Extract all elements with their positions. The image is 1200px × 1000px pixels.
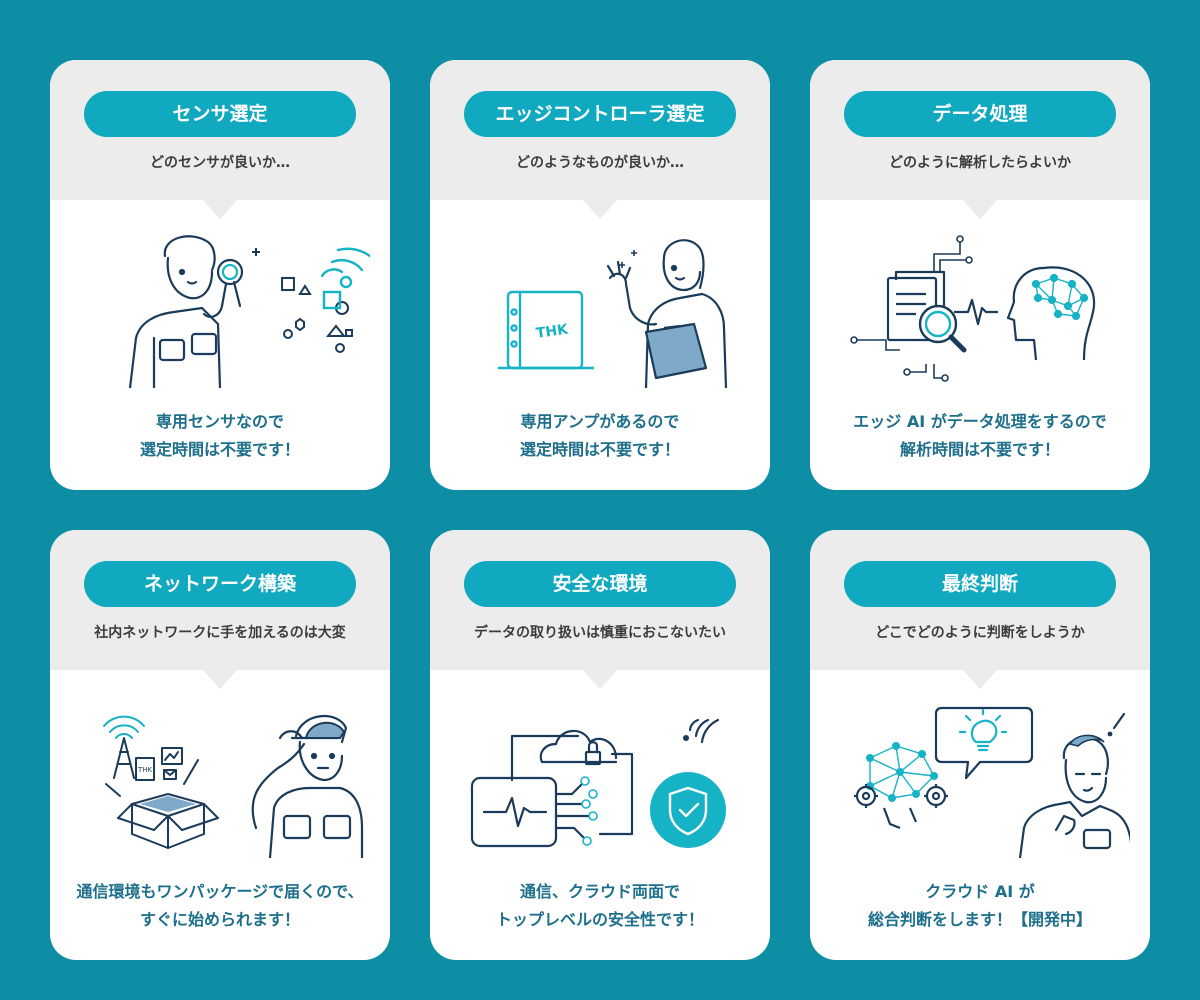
card-answer-line: すぐに始められます！ [139, 910, 300, 929]
card-title: センサ選定 [84, 91, 356, 137]
card-answer-line: 解析時間は不要です！ [899, 440, 1060, 459]
person-with-magnifier-icon [128, 235, 370, 388]
card-answer: 通信、クラウド両面で トップレベルの安全性です！ [430, 878, 770, 934]
card-final-judgment: 最終判断 どこでどのように判断をしようか [810, 530, 1150, 960]
card-secure-environment: 安全な環境 データの取り扱いは慎重におこないたい [430, 530, 770, 960]
data-analysis-brain-icon [850, 235, 1096, 382]
card-answer-line: クラウド AI が [925, 882, 1035, 901]
worker-with-package-icon: THK [103, 714, 364, 858]
card-answer-line: トップレベルの安全性です！ [495, 910, 704, 929]
card-answer-line: 選定時間は不要です！ [139, 440, 300, 459]
card-answer-line: 選定時間は不要です！ [519, 440, 680, 459]
card-title: エッジコントローラ選定 [464, 91, 736, 137]
card-header-notch [582, 199, 618, 219]
card-title: 安全な環境 [464, 561, 736, 607]
card-answer-line: 通信、クラウド両面で [519, 882, 680, 901]
card-question: 社内ネットワークに手を加えるのは大変 [94, 625, 346, 641]
secure-cloud-shield-icon [470, 718, 726, 848]
card-answer: クラウド AI が 総合判断をします！【開発中】 [810, 878, 1150, 934]
card-answer-line: 総合判断をします！【開発中】 [867, 910, 1092, 929]
card-answer-line: エッジ AI がデータ処理をするので [853, 412, 1107, 431]
card-sensor-selection: センサ選定 どのセンサが良いか… [50, 60, 390, 490]
card-answer: 専用センサなので 選定時間は不要です！ [50, 408, 390, 464]
card-header-notch [962, 669, 998, 689]
card-header-notch [582, 669, 618, 689]
card-question: どのようなものが良いか… [516, 155, 684, 171]
card-answer-line: 専用センサなので [155, 412, 284, 431]
card-header-notch [962, 199, 998, 219]
card-question: どのように解析したらよいか [889, 155, 1071, 171]
card-answer-line: 専用アンプがあるので [520, 412, 680, 431]
card-question: データの取り扱いは慎重におこないたい [474, 625, 726, 641]
device-label: THK [535, 321, 570, 341]
person-with-controller-icon: THK [498, 239, 728, 388]
card-question: どこでどのように判断をしようか [875, 625, 1085, 641]
card-title: ネットワーク構築 [84, 561, 356, 607]
card-answer: エッジ AI がデータ処理をするので 解析時間は不要です！ [810, 408, 1150, 464]
card-edge-controller-selection: エッジコントローラ選定 どのようなものが良いか… THK [430, 60, 770, 490]
card-answer: 専用アンプがあるので 選定時間は不要です！ [430, 408, 770, 464]
card-answer: 通信環境もワンパッケージで届くので、 すぐに始められます！ [50, 878, 390, 934]
ai-brain-thinking-person-icon [854, 706, 1130, 858]
card-network-construction: ネットワーク構築 社内ネットワークに手を加えるのは大変 THK [50, 530, 390, 960]
card-title: データ処理 [844, 91, 1116, 137]
card-header-notch [202, 199, 238, 219]
card-question: どのセンサが良いか… [150, 155, 290, 171]
card-header-notch [202, 669, 238, 689]
device-label: THK [137, 766, 153, 774]
card-answer-line: 通信環境もワンパッケージで届くので、 [76, 882, 364, 901]
card-data-processing: データ処理 どのように解析したらよいか [810, 60, 1150, 490]
card-title: 最終判断 [844, 561, 1116, 607]
